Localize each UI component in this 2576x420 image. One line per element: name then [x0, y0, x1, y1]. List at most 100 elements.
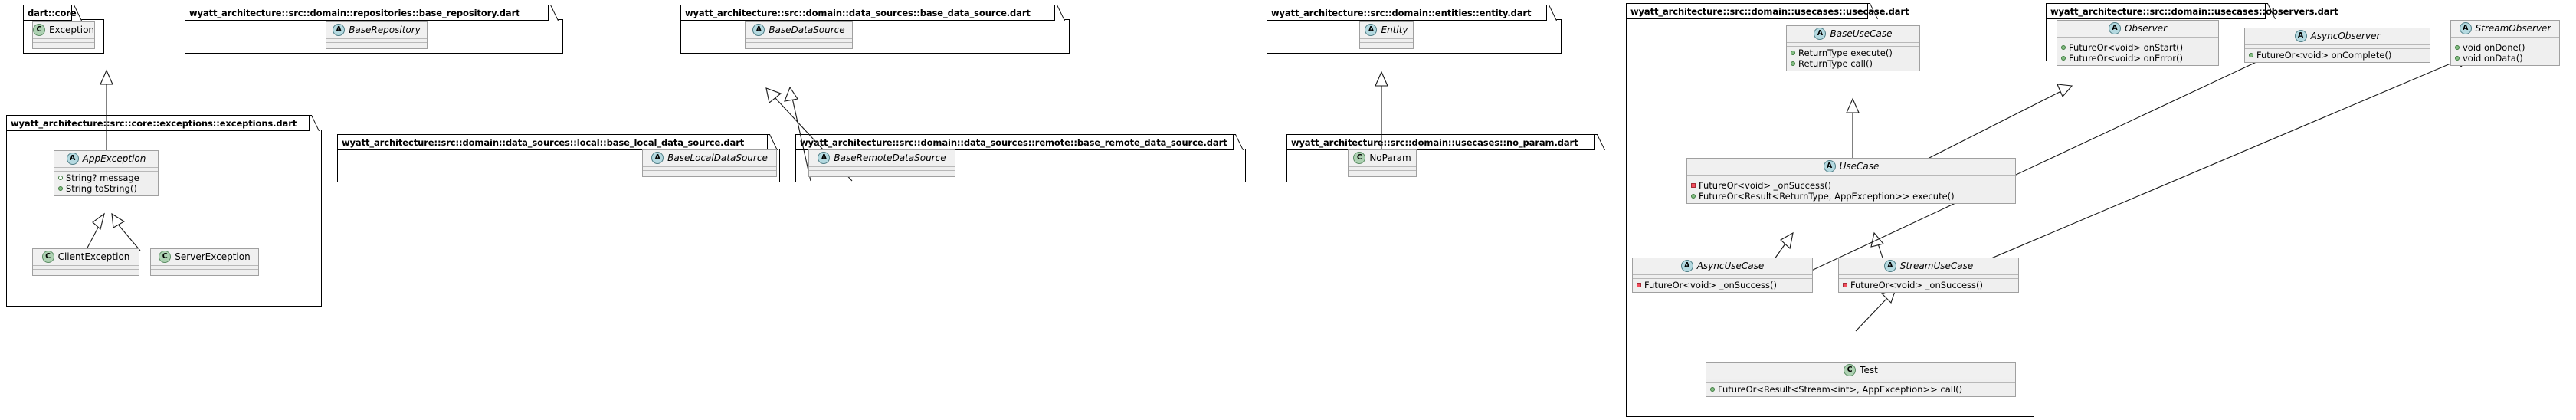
- member-row: FutureOr<void> onError(): [2061, 53, 2214, 64]
- public-visibility-icon: [2249, 53, 2253, 57]
- package-body: [1286, 149, 1611, 182]
- abstract-stereotype-icon: A: [818, 152, 831, 164]
- class-box-exception[interactable]: C Exception: [32, 21, 95, 49]
- public-visibility-icon: [1710, 387, 1715, 392]
- class-box-baselocaldatasource[interactable]: A BaseLocalDataSource: [642, 149, 777, 177]
- class-box-baseremotedatasource[interactable]: A BaseRemoteDataSource: [808, 149, 955, 177]
- member-row: FutureOr<Result<Stream<int>, AppExceptio…: [1710, 384, 2011, 395]
- class-header: A BaseLocalDataSource: [643, 150, 776, 167]
- abstract-stereotype-icon: A: [333, 24, 346, 36]
- class-box-entity[interactable]: A Entity: [1359, 21, 1414, 49]
- class-methods-section: [1349, 171, 1416, 176]
- class-fields-section: [33, 266, 139, 270]
- member-row: String? message: [58, 172, 153, 183]
- member-label: void onDone(): [2463, 41, 2525, 53]
- member-row: FutureOr<void> _onSuccess(): [1637, 280, 1807, 290]
- protected-visibility-icon: [58, 176, 63, 180]
- package-title: wyatt_architecture::src::domain::data_so…: [342, 136, 745, 148]
- member-label: FutureOr<Result<ReturnType, AppException…: [1699, 190, 1955, 202]
- package-title: wyatt_architecture::src::domain::data_so…: [685, 7, 1031, 18]
- package-tab: wyatt_architecture::src::core::exception…: [6, 115, 310, 131]
- class-name: ServerException: [175, 251, 251, 262]
- class-methods-section: FutureOr<void> _onSuccess(): [1633, 279, 1812, 292]
- class-header: A UseCase: [1687, 159, 2015, 176]
- class-stereotype-icon: C: [41, 251, 54, 263]
- abstract-stereotype-icon: A: [1883, 260, 1896, 272]
- class-methods-section: String? message String toString(): [54, 172, 158, 195]
- private-visibility-icon: [1843, 283, 1847, 287]
- package-tab: wyatt_architecture::src::domain::data_so…: [795, 134, 1234, 150]
- class-methods-section: [151, 270, 258, 275]
- public-visibility-icon: [2061, 56, 2066, 61]
- class-box-usecase[interactable]: A UseCase FutureOr<void> _onSuccess() Fu…: [1686, 158, 2016, 204]
- class-box-baseusecase[interactable]: A BaseUseCase ReturnType execute() Retur…: [1786, 25, 1920, 71]
- class-methods-section: ReturnType execute() ReturnType call(): [1787, 47, 1919, 71]
- member-row: ReturnType call(): [1791, 58, 1915, 69]
- class-methods-section: FutureOr<void> _onSuccess() FutureOr<Res…: [1687, 179, 2015, 203]
- package-body: [1626, 18, 2034, 417]
- class-fields-section: [33, 39, 94, 43]
- class-header: A StreamUseCase: [1839, 258, 2018, 275]
- class-fields-section: [1787, 43, 1919, 47]
- class-box-observer[interactable]: A Observer FutureOr<void> onStart() Futu…: [2057, 20, 2219, 66]
- class-header: A Entity: [1360, 22, 1413, 39]
- class-name: ClientException: [57, 251, 130, 262]
- package-body: [680, 19, 1070, 54]
- class-box-serverexception[interactable]: C ServerException: [150, 248, 259, 276]
- class-box-basedatasource[interactable]: A BaseDataSource: [745, 21, 853, 49]
- private-visibility-icon: [1637, 283, 1641, 287]
- class-fields-section: [151, 266, 258, 270]
- class-stereotype-icon: C: [32, 24, 45, 36]
- abstract-stereotype-icon: A: [1680, 260, 1693, 272]
- package-tab: wyatt_architecture::src::domain::data_so…: [337, 134, 768, 150]
- class-box-baserepository[interactable]: A BaseRepository: [326, 21, 428, 49]
- class-fields-section: [54, 168, 158, 172]
- member-label: FutureOr<void> _onSuccess(): [1699, 179, 1832, 191]
- class-fields-section: [1839, 275, 2018, 279]
- class-name: BaseUseCase: [1830, 28, 1893, 39]
- class-box-streamusecase[interactable]: A StreamUseCase FutureOr<void> _onSucces…: [1838, 258, 2019, 293]
- package-entity: wyatt_architecture::src::domain::entitie…: [1267, 5, 1562, 54]
- class-header: A BaseRemoteDataSource: [809, 150, 955, 167]
- class-stereotype-icon: C: [159, 251, 172, 263]
- class-methods-section: [746, 43, 852, 48]
- member-label: String? message: [66, 172, 139, 183]
- class-fields-section: [643, 167, 776, 171]
- package-body: [1267, 19, 1562, 54]
- package-title: wyatt_architecture::src::domain::usecase…: [1630, 5, 1909, 17]
- package-tab: wyatt_architecture::src::domain::usecase…: [2046, 3, 2338, 19]
- class-header: A AppException: [54, 151, 158, 168]
- class-methods-section: [643, 171, 776, 176]
- class-box-clientexception[interactable]: C ClientException: [32, 248, 139, 276]
- member-label: FutureOr<void> _onSuccess(): [1644, 279, 1778, 290]
- class-stereotype-icon: C: [1353, 152, 1366, 164]
- class-methods-section: [33, 43, 94, 48]
- class-name: Exception: [48, 25, 95, 35]
- class-fields-section: [2451, 38, 2559, 41]
- class-name: Observer: [2124, 23, 2168, 34]
- class-name: AsyncObserver: [2310, 31, 2381, 41]
- abstract-stereotype-icon: A: [1814, 28, 1827, 40]
- class-box-asyncusecase[interactable]: A AsyncUseCase FutureOr<void> _onSuccess…: [1632, 258, 1813, 293]
- class-box-test[interactable]: C Test FutureOr<Result<Stream<int>, AppE…: [1706, 362, 2016, 397]
- class-box-asyncobserver[interactable]: A AsyncObserver FutureOr<void> onComplet…: [2244, 28, 2430, 63]
- public-visibility-icon: [58, 186, 63, 191]
- class-stereotype-icon: C: [1844, 364, 1857, 376]
- class-name: AsyncUseCase: [1696, 261, 1765, 271]
- class-name: UseCase: [1839, 161, 1880, 172]
- class-header: A AsyncUseCase: [1633, 258, 1812, 275]
- member-row: FutureOr<void> _onSuccess(): [1691, 180, 2011, 191]
- package-title: wyatt_architecture::src::domain::data_so…: [800, 136, 1227, 148]
- public-visibility-icon: [1791, 51, 1795, 55]
- member-label: FutureOr<void> _onSuccess(): [1850, 279, 1984, 290]
- member-label: String toString(): [66, 182, 137, 194]
- class-box-appexception[interactable]: A AppException String? message String to…: [54, 150, 159, 196]
- class-methods-section: FutureOr<void> _onSuccess(): [1839, 279, 2018, 292]
- class-fields-section: [1633, 275, 1812, 279]
- class-methods-section: FutureOr<void> onComplete(): [2245, 49, 2430, 62]
- member-row: void onData(): [2455, 53, 2555, 64]
- package-exceptions: wyatt_architecture::src::core::exception…: [6, 115, 322, 307]
- class-box-streamobserver[interactable]: A StreamObserver void onDone() void onDa…: [2450, 20, 2560, 66]
- class-box-noparam[interactable]: C NoParam: [1348, 149, 1417, 177]
- package-title: wyatt_architecture::src::domain::usecase…: [1291, 136, 1578, 148]
